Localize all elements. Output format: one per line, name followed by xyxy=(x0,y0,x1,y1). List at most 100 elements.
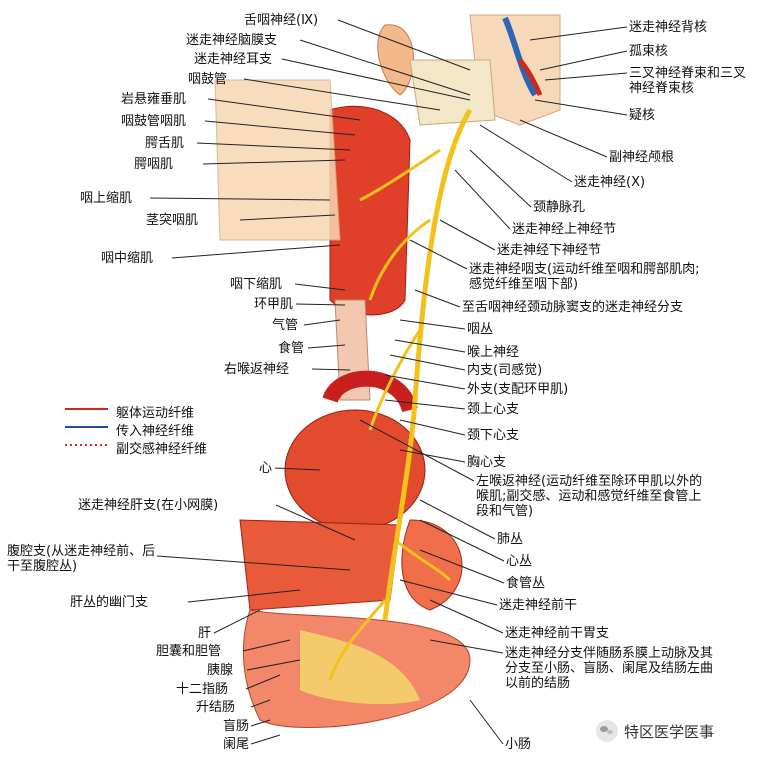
label-sup-laryngeal: 喉上神经 xyxy=(467,345,520,360)
legend-motor: 躯体运动纤维 xyxy=(116,406,195,421)
leader-line xyxy=(187,589,301,603)
leader-line xyxy=(202,159,346,165)
leader-line xyxy=(149,197,331,201)
label-ascending-colon: 升结肠 xyxy=(196,700,236,715)
leader-line xyxy=(242,639,291,652)
label-inf-cervical-cardiac: 颈下心支 xyxy=(467,428,520,443)
label-small-intestine: 小肠 xyxy=(505,737,532,752)
label-levator: 岩悬雍垂肌 xyxy=(121,92,187,107)
leader-line xyxy=(295,303,346,306)
leader-line xyxy=(337,19,471,71)
label-solitary-nucleus: 孤束核 xyxy=(629,44,669,59)
ear-shape xyxy=(377,24,414,96)
leader-line xyxy=(303,319,341,326)
watermark: 特区医学医事 xyxy=(596,720,714,742)
leader-line xyxy=(294,283,346,291)
label-pharyngeal-branch: 迷走神经咽支(运动纤维至咽和腭部肌肉;感觉纤维至咽下部) xyxy=(469,262,700,292)
label-esophageal-plexus: 食管丛 xyxy=(506,576,546,591)
vagus-branch-intestine xyxy=(328,599,387,681)
label-mid-constrictor: 咽中缩肌 xyxy=(101,251,154,266)
leader-line xyxy=(544,72,628,81)
leader-line xyxy=(204,120,356,136)
label-pyloric-branch: 肝丛的幽门支 xyxy=(70,595,149,610)
leader-line xyxy=(250,699,271,708)
label-appendix: 阑尾 xyxy=(223,737,250,752)
leader-line xyxy=(419,499,496,540)
label-auricular: 迷走神经耳支 xyxy=(194,52,273,67)
label-gastric-branches: 迷走神经前干胃支 xyxy=(505,626,610,641)
leader-line xyxy=(429,599,504,634)
liver-shape xyxy=(239,519,401,611)
label-pharyngotympanic: 咽鼓管 xyxy=(188,72,228,87)
label-inf-constrictor: 咽下缩肌 xyxy=(230,277,283,292)
label-liver: 肝 xyxy=(198,626,212,641)
label-duodenum: 十二指肠 xyxy=(176,682,229,697)
heart-shape xyxy=(284,409,426,531)
leader-line xyxy=(207,98,361,121)
label-celiac-branch: 腹腔支(从迷走神经前、后干至腹腔丛) xyxy=(7,544,156,574)
leader-line xyxy=(414,289,461,308)
label-superior-ganglion: 迷走神经上神经节 xyxy=(512,222,617,237)
label-stylopharyngeus: 茎突咽肌 xyxy=(146,213,199,228)
leader-line xyxy=(409,239,468,270)
pharynx-muscles xyxy=(329,105,411,316)
leader-line xyxy=(275,504,356,541)
label-external-branch: 外支(支配环甲肌) xyxy=(467,382,569,397)
leader-line xyxy=(307,344,346,349)
label-palatopharyngeus: 腭咽肌 xyxy=(134,157,174,172)
leader-line xyxy=(246,659,301,671)
leader-line xyxy=(469,699,504,745)
skull-base xyxy=(409,59,496,126)
label-left-recurrent: 左喉返神经(运动纤维至除环甲肌以外的喉肌;副交感、运动和感觉纤维至食管上段和气管… xyxy=(476,474,703,519)
label-dorsal-nucleus: 迷走神经背核 xyxy=(629,20,708,35)
label-pulmonary-plexus: 肺丛 xyxy=(497,532,524,547)
label-ambiguus: 疑核 xyxy=(629,108,656,123)
leader-line xyxy=(399,579,498,606)
vagus-branch-cardiac xyxy=(368,329,422,431)
label-cecum: 盲肠 xyxy=(223,719,250,734)
mesentery-fat xyxy=(300,630,420,705)
leader-line xyxy=(245,674,281,690)
label-salpingopharyngeus: 咽鼓管咽肌 xyxy=(121,114,187,129)
label-hepatic-branch: 迷走神经肝支(在小网膜) xyxy=(78,498,219,513)
label-anterior-trunk: 迷走神经前干 xyxy=(499,598,578,613)
leader-line xyxy=(439,219,496,251)
label-heart: 心 xyxy=(259,461,273,476)
brainstem-blue-band xyxy=(502,16,538,97)
label-esophagus: 食管 xyxy=(278,341,305,356)
leader-line xyxy=(384,399,466,410)
label-trigeminal-spinal: 三叉神经脊束和三叉神经脊束核 xyxy=(629,66,747,96)
label-right-recurrent: 右喉返神经 xyxy=(224,362,290,377)
leader-line xyxy=(213,609,261,634)
leader-line xyxy=(399,449,466,463)
vagus-branch-pharynx xyxy=(359,148,441,202)
label-pharyngeal-plexus: 咽丛 xyxy=(467,322,494,337)
leader-line xyxy=(519,119,608,158)
leader-line xyxy=(250,719,271,727)
leader-line xyxy=(239,214,336,221)
leader-line xyxy=(384,374,466,390)
label-internal-branch: 内支(司感觉) xyxy=(467,363,543,378)
leader-line xyxy=(454,169,511,230)
aortic-arch xyxy=(322,370,418,413)
leader-line xyxy=(469,149,532,208)
label-palatoglossus: 腭舌肌 xyxy=(145,136,185,151)
leader-line xyxy=(359,419,475,482)
leader-line xyxy=(281,58,471,101)
leader-line xyxy=(299,39,471,96)
leader-line xyxy=(196,142,351,151)
leader-line xyxy=(311,368,351,371)
watermark-text: 特区医学医事 xyxy=(624,722,715,741)
leader-line xyxy=(399,419,466,436)
leader-line xyxy=(539,50,628,71)
leader-line xyxy=(534,99,628,116)
leader-line xyxy=(529,26,628,41)
label-accessory-cranial: 副神经颅根 xyxy=(609,150,675,165)
label-inferior-ganglion: 迷走神经下神经节 xyxy=(497,243,602,258)
leader-line xyxy=(274,467,321,471)
leader-line xyxy=(419,549,505,584)
label-trachea: 气管 xyxy=(272,318,299,333)
label-cardiac-plexus: 心丛 xyxy=(506,554,533,569)
